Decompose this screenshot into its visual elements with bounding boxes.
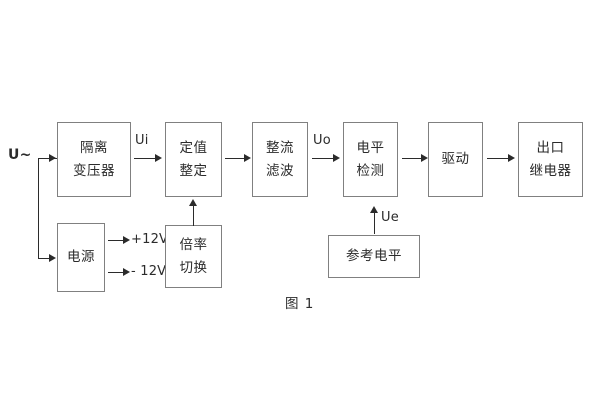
input-wire-vertical-branch [38, 158, 39, 258]
arrow-rail-negative-icon [123, 268, 130, 276]
wire-level-to-drive [402, 158, 422, 159]
block-reference-level[interactable]: 参考电平 [328, 235, 420, 278]
block-output-relay[interactable]: 出口 继电器 [518, 122, 583, 197]
wire-transformer-to-setting [134, 158, 156, 159]
signal-label-ue: Ue [381, 210, 399, 225]
rail-label-negative: - 12V [131, 264, 167, 279]
block-power-supply-line1: 电源 [67, 249, 95, 266]
input-voltage-label: U~ [8, 147, 32, 163]
block-power-supply[interactable]: 电源 [57, 223, 105, 292]
block-isolation-transformer[interactable]: 隔离 变压器 [57, 122, 131, 197]
arrow-to-power-supply-icon [49, 254, 56, 262]
arrow-drive-to-relay-icon [508, 154, 515, 162]
block-multiplier-switch-line1: 倍率 [179, 237, 208, 254]
block-level-detection[interactable]: 电平 检测 [343, 122, 398, 197]
arrow-to-transformer-icon [49, 154, 56, 162]
block-multiplier-switch[interactable]: 倍率 切换 [165, 225, 222, 288]
wire-rail-positive [108, 240, 124, 241]
block-rectify-filter-line1: 整流 [266, 140, 294, 157]
block-rectify-filter[interactable]: 整流 滤波 [252, 122, 308, 197]
arrow-level-to-drive-icon [421, 154, 428, 162]
block-reference-level-line1: 参考电平 [346, 248, 402, 265]
block-isolation-transformer-line1: 隔离 [80, 140, 108, 157]
wire-multiplier-to-setting [193, 205, 194, 226]
wire-reference-to-level [374, 212, 375, 234]
wire-rail-negative [108, 272, 124, 273]
branch-wire-to-power-supply [38, 258, 50, 259]
block-multiplier-switch-line2: 切换 [179, 259, 208, 276]
branch-wire-to-transformer [38, 158, 50, 159]
arrow-rail-positive-icon [123, 236, 130, 244]
wire-setting-to-rectify [225, 158, 245, 159]
block-level-detection-line1: 电平 [356, 140, 385, 157]
block-output-relay-line1: 出口 [536, 140, 565, 157]
wire-drive-to-relay [487, 158, 509, 159]
arrow-rectify-to-level-icon [333, 154, 340, 162]
block-setting-value-line2: 整定 [179, 162, 208, 179]
block-level-detection-line2: 检测 [356, 162, 385, 179]
rail-label-positive: +12V [131, 232, 169, 247]
block-drive-line1: 驱动 [441, 151, 470, 168]
arrow-transformer-to-setting-icon [155, 154, 162, 162]
arrow-multiplier-to-setting-icon [189, 199, 197, 206]
block-rectify-filter-line2: 滤波 [266, 162, 294, 179]
wire-rectify-to-level [312, 158, 334, 159]
block-drive[interactable]: 驱动 [428, 122, 483, 197]
arrow-reference-to-level-icon [370, 206, 378, 213]
block-isolation-transformer-line2: 变压器 [73, 162, 115, 179]
block-setting-value[interactable]: 定值 整定 [165, 122, 222, 197]
block-setting-value-line1: 定值 [179, 140, 208, 157]
arrow-setting-to-rectify-icon [244, 154, 251, 162]
block-output-relay-line2: 继电器 [529, 162, 572, 179]
signal-label-uo: Uo [313, 133, 331, 148]
signal-label-ui: Ui [135, 133, 149, 148]
figure-caption: 图 1 [285, 296, 315, 312]
